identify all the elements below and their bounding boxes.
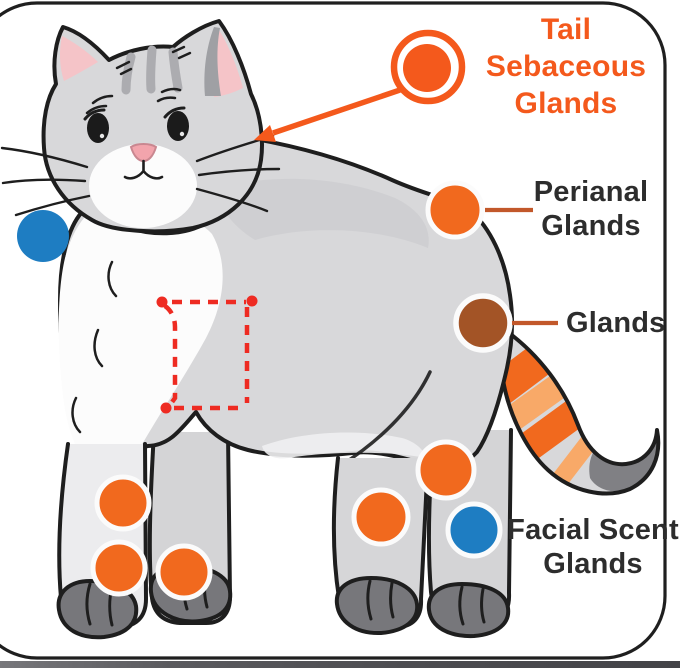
front-leg-gland-marker-1 <box>94 474 152 532</box>
dashed-left <box>163 304 178 407</box>
label-line: Glands <box>543 548 643 580</box>
paw-toe-lines <box>458 585 486 626</box>
label-line: Perianal <box>533 176 649 208</box>
chest-shape <box>58 206 223 474</box>
corner-dot <box>246 295 258 307</box>
corner-dot <box>156 296 168 308</box>
left-ear-inner <box>59 36 98 81</box>
label-line: Glands <box>566 307 666 339</box>
tail-sebaceous-ring-icon <box>390 29 466 105</box>
right-eye <box>167 111 189 141</box>
shoulder-shading <box>215 178 429 248</box>
paw-toe-lines <box>366 579 395 621</box>
hind-leg-gland-marker-1 <box>351 487 411 547</box>
gland-marker-brown <box>453 293 513 353</box>
nose <box>129 143 158 163</box>
tail-sebaceous-callout <box>254 29 466 142</box>
brow-marks <box>85 87 182 115</box>
mouth <box>123 159 164 180</box>
flank-dashed-region <box>163 299 250 411</box>
tail-sebaceous-dot-icon <box>403 44 451 92</box>
arrow-line <box>272 87 401 136</box>
left-whiskers <box>0 146 91 217</box>
label-line: Glands <box>514 87 618 120</box>
ear-tufts <box>115 45 192 76</box>
cat-tail <box>499 328 661 496</box>
head-stripes <box>121 45 183 95</box>
front-leg-gland-marker-3 <box>155 543 213 601</box>
label-line: Glands <box>541 210 641 242</box>
flank-region-corner-dots <box>156 295 258 414</box>
right-ear-inner <box>213 30 243 97</box>
fur-marks <box>71 260 118 434</box>
right-ear-patch <box>204 27 221 96</box>
tail-sebaceous-label: Tail Sebaceous Glands <box>440 11 680 122</box>
paw <box>426 582 511 639</box>
label-line: Facial Scent <box>507 514 679 546</box>
arrow-head-icon <box>254 125 276 142</box>
front-leg-gland-marker-2 <box>90 539 148 597</box>
corner-dot <box>160 402 172 414</box>
belly-highlight <box>262 432 426 459</box>
front-near-leg <box>56 442 148 640</box>
perianal-glands-label: Perianal Glands <box>516 175 666 243</box>
eyelid-lines <box>83 106 186 121</box>
label-line: Sebaceous <box>485 50 647 83</box>
label-line: Tail <box>540 13 592 46</box>
neck-gland-marker-blue <box>17 210 69 262</box>
facial-scent-gland-marker-blue <box>445 501 503 559</box>
perianal-gland-marker <box>425 180 485 240</box>
glands-label: Glands <box>566 306 678 340</box>
left-eye <box>87 113 109 143</box>
bottom-edge-bar <box>0 661 680 668</box>
paw <box>334 576 420 636</box>
muzzle <box>89 144 197 228</box>
right-eye-glint <box>179 131 185 137</box>
facial-scent-glands-label: Facial Scent Glands <box>501 513 680 581</box>
chest-fur <box>58 206 223 474</box>
gland-markers <box>17 180 513 601</box>
tail-outline <box>499 328 661 496</box>
thigh-line <box>338 370 432 468</box>
left-eye-glint <box>99 133 105 139</box>
cat-head <box>0 19 281 234</box>
hind-leg-gland-marker-2 <box>415 439 477 501</box>
